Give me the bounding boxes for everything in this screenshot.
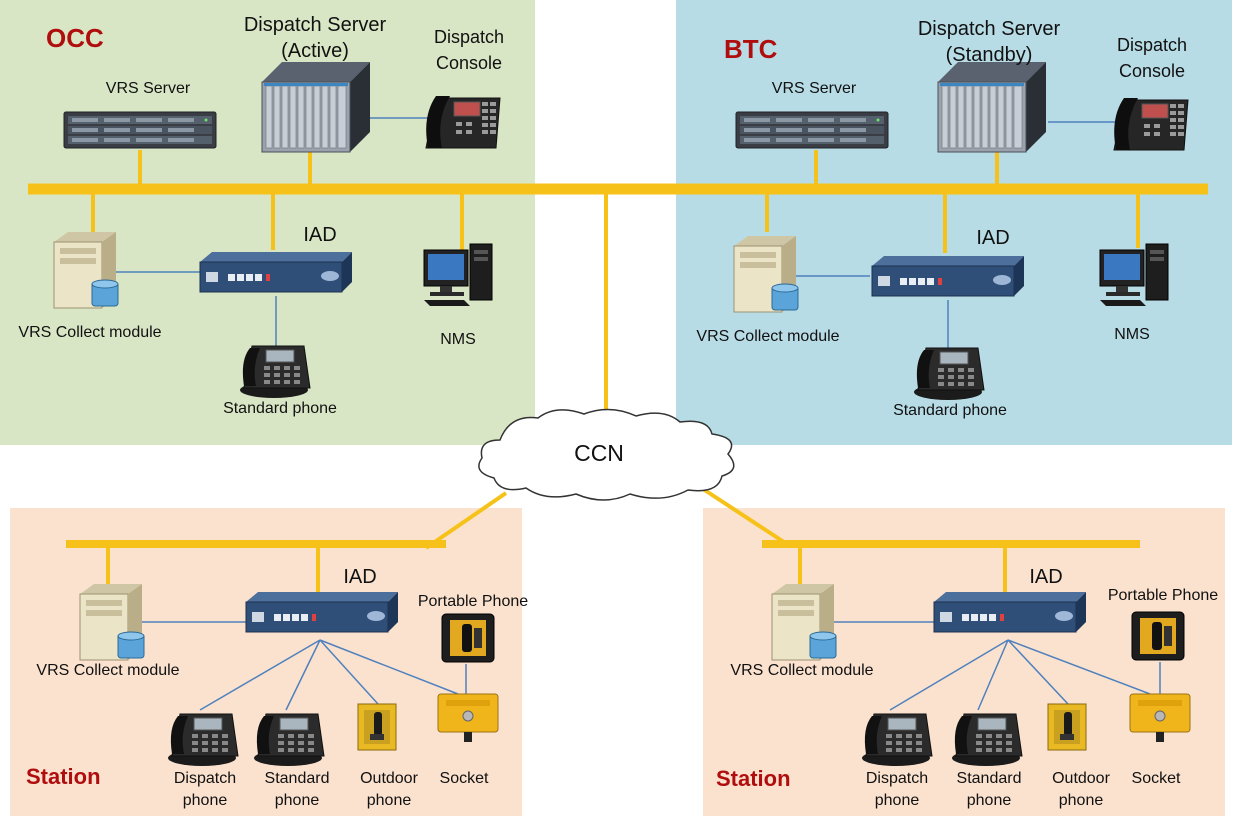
station2-dispatch-phone-line1: Dispatch <box>865 770 929 787</box>
station1-vrs-collect-label: VRS Collect module <box>36 662 180 679</box>
occ-dispatch-console-label: Dispatch Console <box>412 24 526 76</box>
occ-dispatch-console-line1: Dispatch <box>433 27 505 47</box>
station2-standard-phone-line2: phone <box>966 792 1012 809</box>
station1-title: Station <box>26 764 101 789</box>
btc-dispatch-server-icon <box>937 61 1047 153</box>
station2-title: Station <box>716 766 791 791</box>
link-lines <box>112 117 1161 711</box>
station2-standard-phone-line1: Standard <box>956 770 1022 787</box>
station2-portable-phone-label: Portable Phone <box>1107 587 1219 604</box>
occ-vrs-server-label: VRS Server <box>105 80 191 97</box>
btc-dispatch-server-line1: Dispatch Server <box>917 18 1061 40</box>
station1-portable-phone-icon <box>441 613 495 663</box>
occ-dispatch-server-icon <box>261 61 371 153</box>
station1-standard-phone-line2: phone <box>274 792 320 809</box>
btc-nms-label: NMS <box>1114 326 1150 343</box>
occ-title: OCC <box>46 23 104 53</box>
btc-vrs-server-label: VRS Server <box>771 80 857 97</box>
station2-outdoor-phone-line1: Outdoor <box>1052 770 1110 787</box>
btc-vrs-collect-icon <box>733 235 799 313</box>
station2-dispatch-phone-label: Dispatch phone <box>854 768 940 812</box>
btc-standard-phone-label: Standard phone <box>893 402 1007 419</box>
ccn-cloud-icon <box>478 408 735 501</box>
station1-dispatch-phone-label: Dispatch phone <box>162 768 248 812</box>
station-zone-right <box>703 508 1225 816</box>
station2-standard-phone-label: Standard phone <box>946 768 1032 812</box>
btc-iad-icon <box>871 255 1025 297</box>
station1-standard-phone-line1: Standard <box>264 770 330 787</box>
occ-iad-label: IAD <box>303 224 337 246</box>
station1-dispatch-phone-icon <box>167 713 239 767</box>
station1-dispatch-phone-line1: Dispatch <box>173 770 237 787</box>
btc-standard-phone-icon <box>913 347 985 401</box>
station2-outdoor-phone-icon <box>1047 703 1087 751</box>
occ-dispatch-console-line2: Console <box>435 53 503 73</box>
occ-standard-phone-icon <box>239 345 311 399</box>
btc-vrs-collect-label: VRS Collect module <box>696 328 840 345</box>
btc-title: BTC <box>724 34 778 64</box>
occ-dispatch-server-line1: Dispatch Server <box>243 14 387 36</box>
occ-vrs-server-icon <box>63 111 217 149</box>
btc-dispatch-server-label: Dispatch Server (Standby) <box>894 16 1084 68</box>
station2-socket-label: Socket <box>1131 770 1181 787</box>
occ-dispatch-console-icon <box>425 95 501 149</box>
station1-outdoor-phone-line1: Outdoor <box>360 770 418 787</box>
station2-dispatch-phone-line2: phone <box>874 792 920 809</box>
station1-standard-phone-icon <box>253 713 325 767</box>
station2-iad-label: IAD <box>1029 566 1063 588</box>
occ-dispatch-server-line2: (Active) <box>281 40 349 62</box>
btc-dispatch-server-line2: (Standby) <box>945 44 1033 66</box>
station2-outdoor-phone-label: Outdoor phone <box>1038 768 1124 812</box>
btc-vrs-server-icon <box>735 111 889 149</box>
btc-dispatch-console-line2: Console <box>1118 61 1186 81</box>
station1-iad-label: IAD <box>343 566 377 588</box>
btc-dispatch-console-label: Dispatch Console <box>1096 32 1208 84</box>
ccn-label: CCN <box>574 440 624 466</box>
station-zone-left <box>10 508 522 816</box>
station2-outdoor-phone-line2: phone <box>1058 792 1104 809</box>
station2-portable-phone-icon <box>1131 611 1185 661</box>
station1-outdoor-phone-line2: phone <box>366 792 412 809</box>
occ-vrs-collect-label: VRS Collect module <box>18 324 162 341</box>
station2-vrs-collect-label: VRS Collect module <box>730 662 874 679</box>
station1-iad-icon <box>245 591 399 633</box>
occ-dispatch-server-label: Dispatch Server (Active) <box>220 12 410 64</box>
station1-portable-phone-label: Portable Phone <box>417 593 529 610</box>
station2-vrs-collect-icon <box>771 583 837 661</box>
btc-dispatch-console-icon <box>1113 97 1189 151</box>
station1-outdoor-phone-icon <box>357 703 397 751</box>
station2-iad-icon <box>933 591 1087 633</box>
station2-dispatch-phone-icon <box>861 713 933 767</box>
station1-socket-label: Socket <box>439 770 489 787</box>
occ-vrs-collect-icon <box>53 231 119 309</box>
station1-standard-phone-label: Standard phone <box>254 768 340 812</box>
station2-standard-phone-icon <box>951 713 1023 767</box>
occ-iad-icon <box>199 251 353 293</box>
backbone-bus <box>28 150 1208 592</box>
station1-dispatch-phone-line2: phone <box>182 792 228 809</box>
station1-outdoor-phone-label: Outdoor phone <box>346 768 432 812</box>
btc-dispatch-console-line1: Dispatch <box>1116 35 1188 55</box>
occ-standard-phone-label: Standard phone <box>223 400 337 417</box>
station1-vrs-collect-icon <box>79 583 145 661</box>
btc-iad-label: IAD <box>976 227 1010 249</box>
occ-nms-label: NMS <box>440 331 476 348</box>
